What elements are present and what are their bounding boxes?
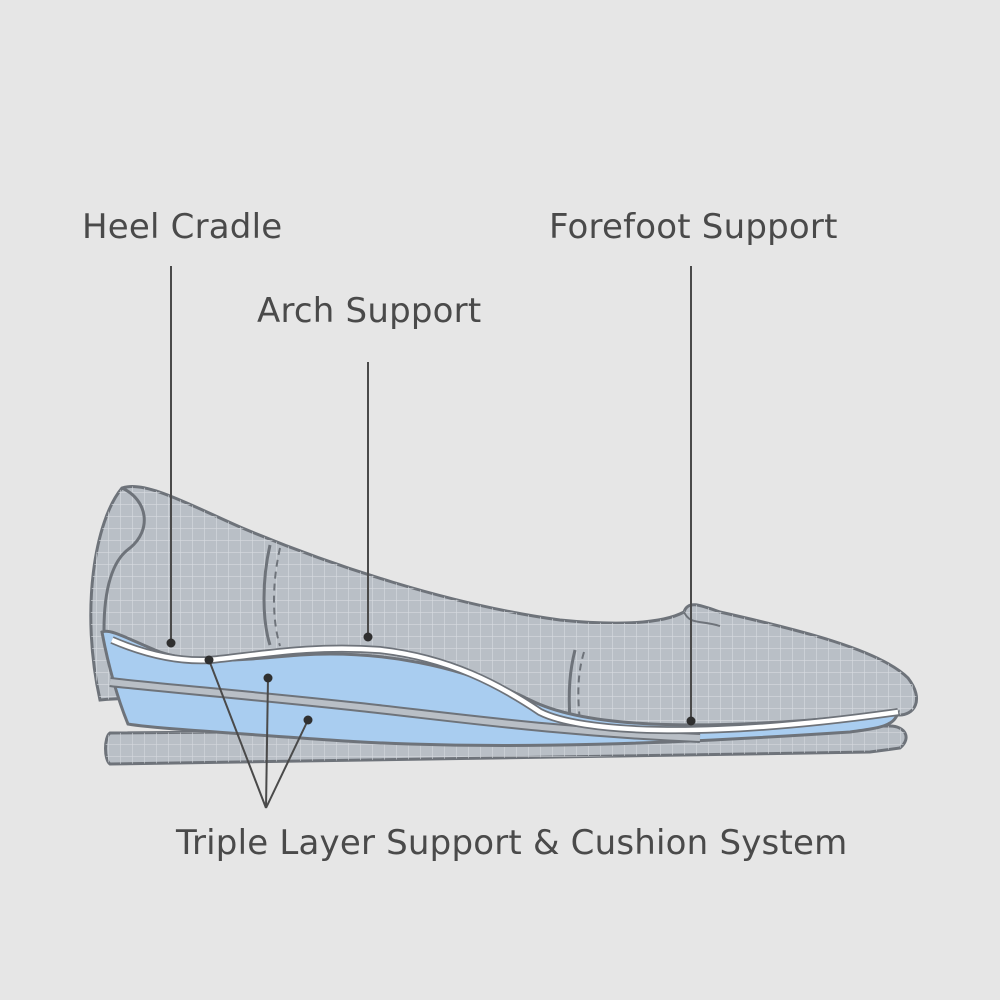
- label-heel-cradle: Heel Cradle: [82, 210, 282, 244]
- marker-layer-top: [205, 656, 214, 665]
- marker-heel-cradle: [167, 639, 176, 648]
- marker-arch-support: [364, 633, 373, 642]
- marker-layer-middle: [264, 674, 273, 683]
- marker-forefoot-support: [687, 717, 696, 726]
- label-forefoot-support: Forefoot Support: [549, 210, 838, 244]
- label-arch-support: Arch Support: [257, 294, 481, 328]
- marker-layer-bottom: [304, 716, 313, 725]
- label-triple-layer-system: Triple Layer Support & Cushion System: [176, 826, 847, 860]
